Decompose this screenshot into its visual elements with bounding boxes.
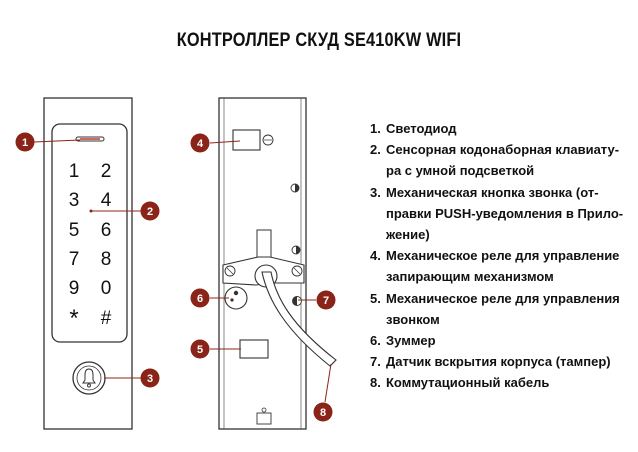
callout-3-label: 3 [147, 373, 153, 385]
legend-item-number: 6. [370, 333, 381, 349]
callout-5: 5 [190, 339, 210, 359]
legend-item-number: 5. [370, 290, 381, 306]
bracket-post [256, 229, 272, 259]
legend-item: 8. Коммутационный кабель [370, 372, 632, 393]
buzzer-dot [230, 298, 234, 302]
legend-item: 6. Зуммер [370, 330, 632, 351]
callout-1-label: 1 [22, 137, 28, 149]
keypad-panel [51, 123, 128, 343]
callout-8: 8 [313, 402, 333, 422]
doorbell-button-ring [76, 365, 102, 391]
key-1[interactable]: 1 [69, 161, 80, 182]
callout-6-label: 6 [197, 293, 203, 305]
rear-view [218, 97, 337, 430]
bottom-tab-hole [261, 407, 267, 413]
legend-item-number: 1. [370, 121, 381, 136]
key-4[interactable]: 4 [101, 190, 112, 211]
legend-item: 1. Светодиод [370, 118, 632, 139]
callout-2-label: 2 [147, 206, 153, 218]
legend-item-text: Механическое реле для управления [386, 290, 620, 306]
leader-8 [324, 363, 332, 403]
callout-8-label: 8 [320, 407, 326, 419]
housing-screw-lower-mark [296, 246, 300, 254]
key-3[interactable]: 3 [69, 190, 80, 211]
callout-6: 6 [190, 288, 210, 308]
connection-cable [261, 271, 337, 367]
key-hash[interactable]: # [101, 308, 112, 329]
leader-1 [33, 139, 81, 143]
callout-2: 2 [140, 201, 160, 221]
bracket-screw-right-slot [293, 267, 301, 275]
leader-4 [209, 140, 241, 144]
legend-item-number: 2. [370, 142, 381, 158]
bell-icon [82, 368, 96, 388]
tamper-sensor-mark [292, 296, 297, 306]
legend-item-text: Коммутационный кабель [386, 375, 550, 391]
legend-item-text: запирающим механизмом [386, 269, 554, 285]
legend-item-text: жение) [386, 227, 430, 243]
key-7[interactable]: 7 [69, 249, 80, 270]
key-5[interactable]: 5 [69, 220, 80, 241]
legend-item-number: 4. [370, 248, 381, 264]
legend-item: 3. Механическая кнопка звонка (от- правк… [370, 182, 632, 246]
legend-item-text: Механическое реле для управление [386, 248, 620, 264]
callout-1: 1 [15, 132, 35, 152]
legend-item-number: 7. [370, 354, 381, 370]
legend-list: 1. Светодиод 2. Сенсорная кодонаборная к… [370, 118, 632, 394]
callout-4: 4 [190, 133, 210, 153]
key-9[interactable]: 9 [69, 278, 80, 299]
bell-relay [239, 339, 269, 359]
leader-2-dot [89, 209, 93, 213]
key-0[interactable]: 0 [101, 278, 112, 299]
legend-item-text: Датчик вскрытия корпуса (тампер) [386, 354, 611, 370]
legend-item: 4. Механическое реле для управление запи… [370, 245, 632, 287]
page-title: КОНТРОЛЛЕР СКУД SE410KW WIFI [176, 30, 462, 51]
housing-screw-upper-mark [295, 184, 299, 192]
legend-item-text: правки PUSH-уведомления в Прило- [386, 205, 624, 221]
callout-7-label: 7 [323, 295, 329, 307]
legend-item-number: 3. [370, 184, 381, 200]
bottom-tab [256, 412, 272, 425]
legend-item-text: Зуммер [386, 333, 436, 349]
legend-item-text: звонком [386, 311, 440, 327]
key-star[interactable]: * [69, 305, 78, 332]
lock-relay [232, 129, 261, 151]
legend-item: 2. Сенсорная кодонаборная клавиату- ра с… [370, 139, 632, 181]
legend-item-text: ра с умной подсветкой [386, 163, 535, 179]
buzzer-mark [233, 290, 239, 296]
legend-item-text: Сенсорная кодонаборная клавиату- [386, 142, 620, 158]
leader-lines [33, 139, 332, 403]
legend-item: 5. Механическое реле для управления звон… [370, 288, 632, 330]
bracket-screw-left-slot [226, 267, 234, 275]
legend-item-text: Светодиод [386, 121, 457, 136]
callout-4-label: 4 [197, 138, 204, 150]
legend-item-text: Механическая кнопка звонка (от- [386, 184, 599, 200]
callout-7: 7 [316, 290, 336, 310]
key-2[interactable]: 2 [101, 161, 112, 182]
legend-item-number: 8. [370, 375, 381, 391]
key-6[interactable]: 6 [101, 220, 112, 241]
callout-5-label: 5 [197, 344, 203, 356]
front-panel: 1 2 3 4 5 6 7 8 9 0 * # [43, 97, 133, 430]
legend-item: 7. Датчик вскрытия корпуса (тампер) [370, 351, 632, 372]
key-8[interactable]: 8 [101, 249, 112, 270]
callout-3: 3 [140, 368, 160, 388]
